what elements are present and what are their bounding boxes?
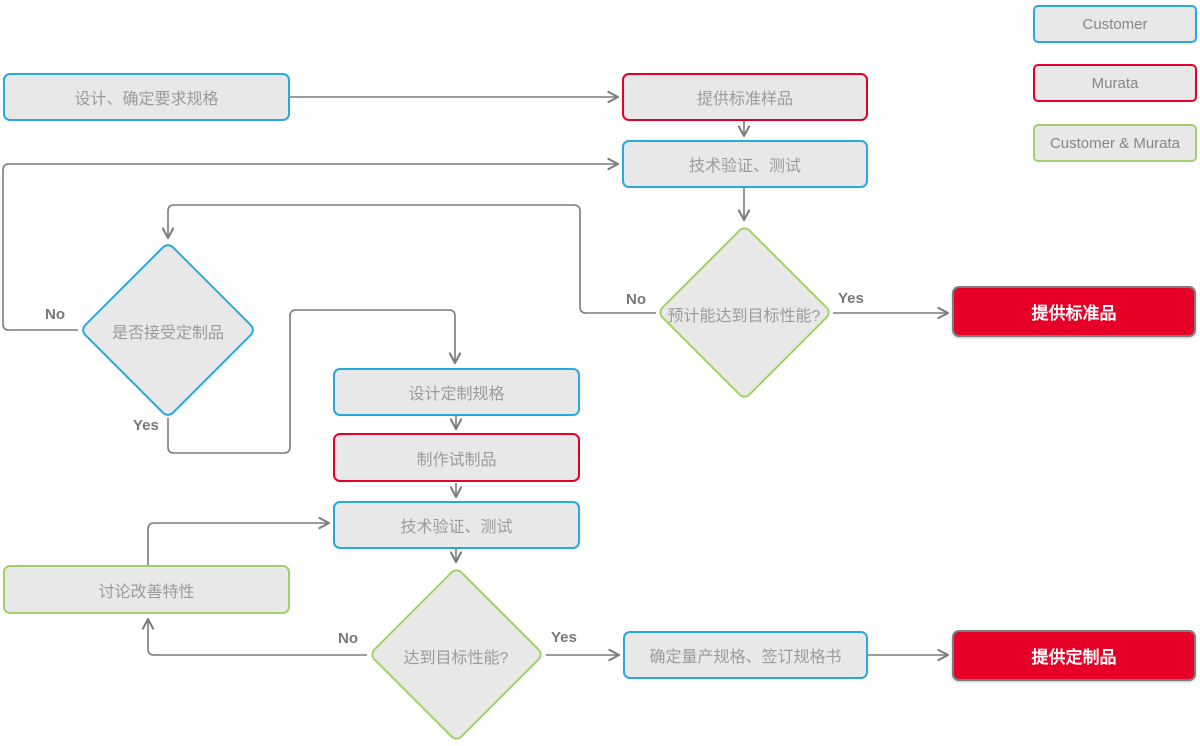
node-discuss-improvement: 讨论改善特性 xyxy=(3,565,290,614)
branch-label-predict-yes: Yes xyxy=(838,290,864,307)
branch-label-predict-no: No xyxy=(626,291,646,308)
node-tech-verify-top: 技术验证、测试 xyxy=(622,140,868,188)
connector-acceptcustom-yes-to-designcustom xyxy=(167,309,462,454)
branch-label-accept-no: No xyxy=(45,306,65,323)
decision-accept-custom-label: 是否接受定制品 xyxy=(111,325,225,342)
decision-reach-target-label: 达到目标性能? xyxy=(403,650,509,667)
node-design-custom-spec: 设计定制规格 xyxy=(333,368,580,416)
decision-predict-target-label: 预计能达到目标性能? xyxy=(667,308,821,325)
legend-customer-and-murata: Customer & Murata xyxy=(1033,124,1197,162)
node-provide-standard-product: 提供标准品 xyxy=(952,286,1196,337)
branch-label-reach-yes: Yes xyxy=(551,629,577,646)
node-make-trial-product: 制作试制品 xyxy=(333,433,580,482)
legend-murata: Murata xyxy=(1033,64,1197,102)
branch-label-reach-no: No xyxy=(338,630,358,647)
node-design-requirements: 设计、确定要求规格 xyxy=(3,73,290,121)
connector-predtarget-no-to-acceptcustom xyxy=(161,204,656,314)
node-confirm-production-spec: 确定量产规格、签订规格书 xyxy=(623,631,868,679)
node-provide-custom-product: 提供定制品 xyxy=(952,630,1196,681)
connector-reachtarget-no-to-discuss xyxy=(141,617,367,656)
connector-acceptcustom-no-to-verifytop xyxy=(2,157,620,331)
legend-customer: Customer xyxy=(1033,5,1197,43)
connector-discuss-to-verifybottom xyxy=(147,516,331,565)
node-tech-verify-bottom: 技术验证、测试 xyxy=(333,501,580,549)
branch-label-accept-yes: Yes xyxy=(133,417,159,434)
node-provide-standard-sample: 提供标准样品 xyxy=(622,73,868,121)
